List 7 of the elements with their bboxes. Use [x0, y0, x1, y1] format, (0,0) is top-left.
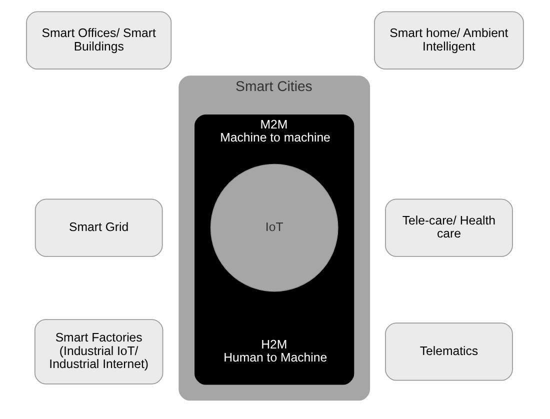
node-circle: IoT: [210, 164, 338, 292]
node-box: Smart home/ Ambient Intelligent: [374, 11, 524, 70]
node-box: Smart Offices/ Smart Buildings: [26, 11, 172, 70]
node-box: Telematics: [385, 322, 513, 381]
node-box: Smart Grid: [34, 198, 163, 257]
node-box: Smart Factories (Industrial IoT/ Industrial Internet): [34, 319, 164, 384]
node-box: Tele-care/ Health care: [385, 198, 513, 257]
